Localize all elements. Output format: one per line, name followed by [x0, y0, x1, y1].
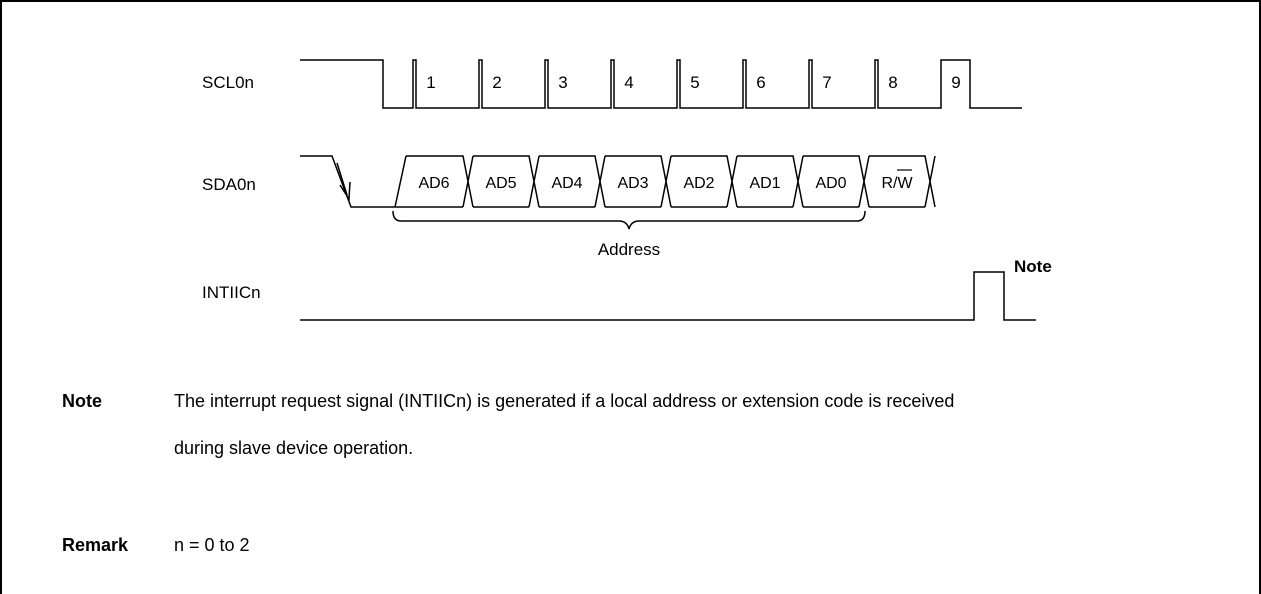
- sda-first-rise: [394, 155, 407, 208]
- bit-label-ad1: AD1: [749, 175, 780, 192]
- sda-label: SDA0n: [202, 175, 256, 194]
- clock-number-3: 3: [558, 73, 567, 92]
- scl-label: SCL0n: [202, 73, 254, 92]
- remark-text: n = 0 to 2: [174, 535, 250, 555]
- clock-number-6: 6: [756, 73, 765, 92]
- sda-start-waveform: [300, 155, 395, 208]
- note-line-1: The interrupt request signal (INTIICn) i…: [174, 391, 955, 411]
- rw-overlined: W: [897, 175, 913, 192]
- clock-number-2: 2: [492, 73, 501, 92]
- int-label: INTIICn: [202, 283, 261, 302]
- int-waveform: [300, 271, 1036, 321]
- address-brace: [392, 210, 866, 230]
- note-line-2: during slave device operation.: [174, 438, 414, 458]
- rw-bit-label: R/W: [881, 175, 913, 192]
- clock-number-1: 1: [426, 73, 435, 92]
- bit-label-ad5: AD5: [485, 175, 516, 192]
- rw-prefix: R/: [881, 175, 898, 192]
- bit-label-ad2: AD2: [683, 175, 714, 192]
- address-label: Address: [598, 240, 660, 259]
- note-key: Note: [62, 391, 102, 411]
- scl-waveform: [300, 59, 1022, 109]
- bit-label-ad0: AD0: [815, 175, 846, 192]
- sda-start-arrowhead: [339, 181, 351, 202]
- clock-number-4: 4: [624, 73, 633, 92]
- remark-key: Remark: [62, 535, 129, 555]
- clock-number-5: 5: [690, 73, 699, 92]
- bit-label-ad6: AD6: [418, 175, 449, 192]
- timing-diagram: SCL0n SDA0n INTIICn Address Note 1 2 3 4 5 6 7…: [202, 59, 1052, 321]
- bit-label-ad4: AD4: [551, 175, 582, 192]
- clock-number-9: 9: [951, 73, 960, 92]
- note-marker: Note: [1014, 257, 1052, 276]
- sda-bus-top: [406, 155, 936, 208]
- clock-number-8: 8: [888, 73, 897, 92]
- clock-number-7: 7: [822, 73, 831, 92]
- bit-label-ad3: AD3: [617, 175, 648, 192]
- sda-start-arrow: [336, 162, 348, 196]
